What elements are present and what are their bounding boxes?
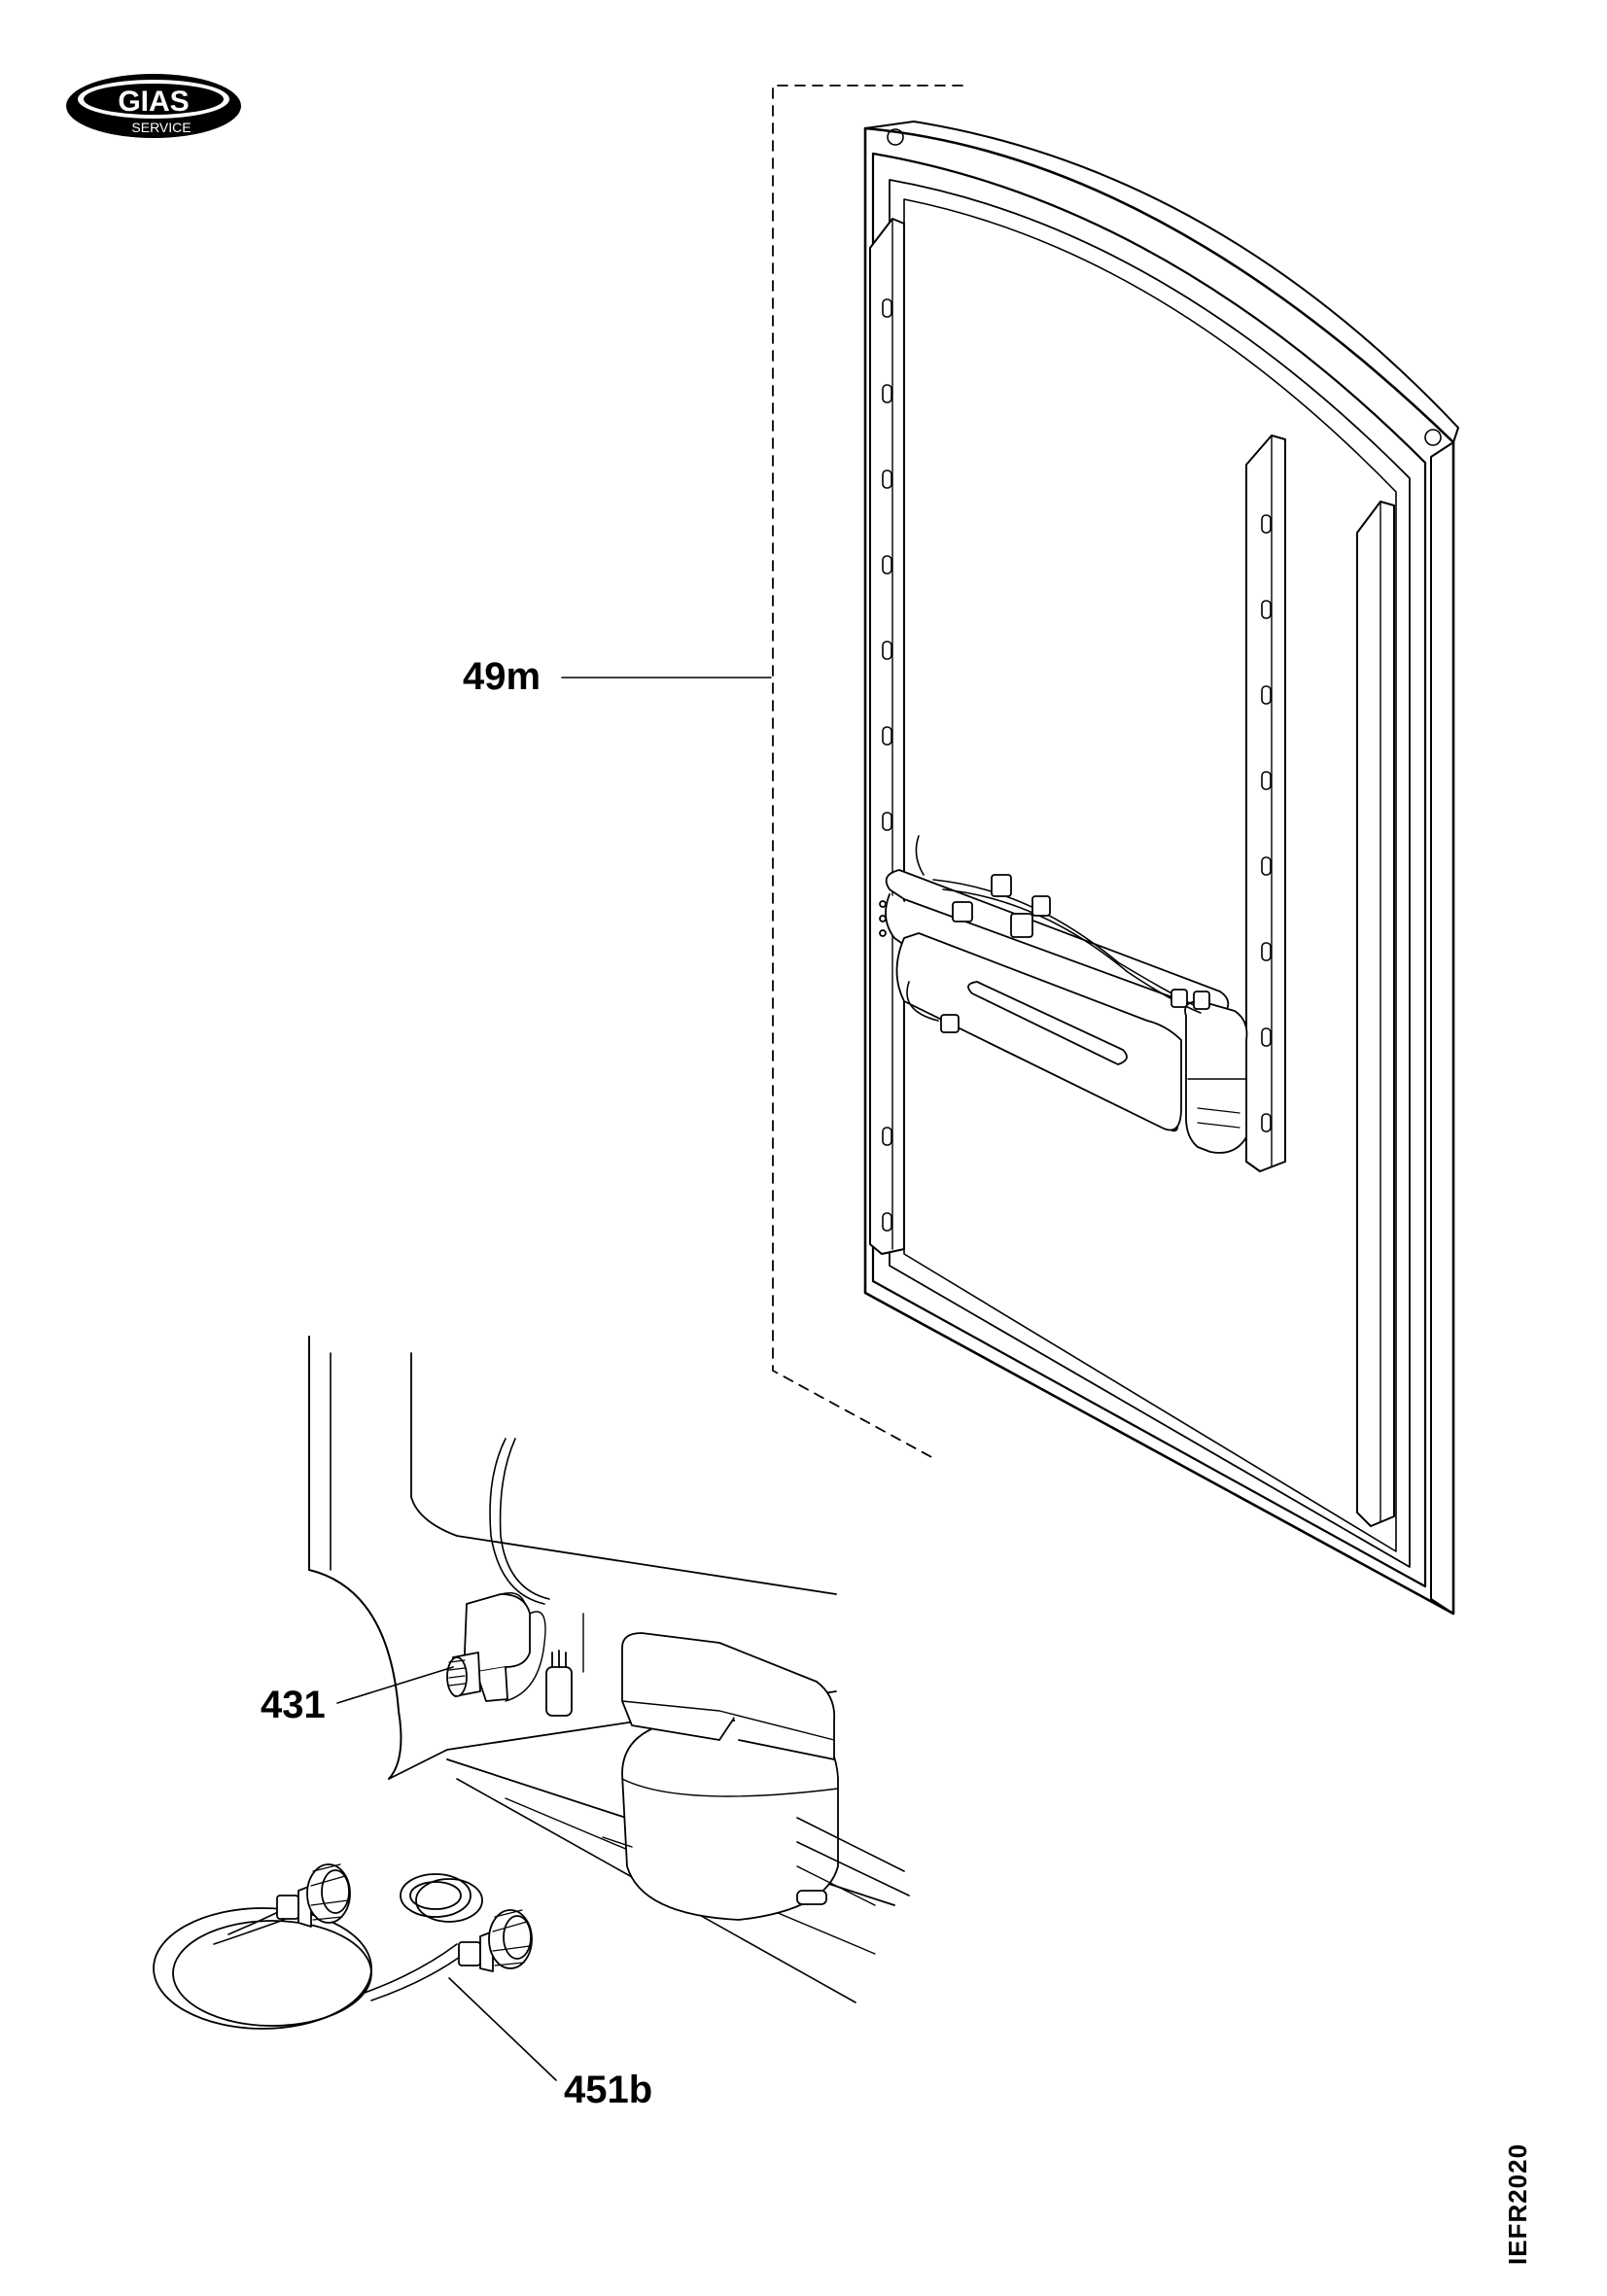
callout-451b: 451b [564,2069,653,2111]
logo-subtext: SERVICE [131,120,191,135]
logo-text: GIAS [118,86,189,118]
o-rings [400,1873,483,1923]
leader-line-431 [336,1666,454,1704]
gias-service-logo: GIAS SERVICE [66,74,241,138]
assembly-dashed-bracket [772,85,963,1459]
middle-rail-slots [1261,514,1272,1132]
water-filter-assembly [879,835,1248,1154]
compressor [545,1632,910,1921]
left-rail-slots [882,298,892,1232]
callout-431: 431 [261,1684,326,1726]
door-panel-49m [863,121,1459,1616]
water-hose-kit-451b [153,1863,533,2030]
water-valve-431 [446,1592,546,1702]
drawing-code: IEFR2020 [1503,2142,1532,2265]
leader-line-451b [448,1977,557,2081]
callout-49m: 49m [463,655,541,698]
